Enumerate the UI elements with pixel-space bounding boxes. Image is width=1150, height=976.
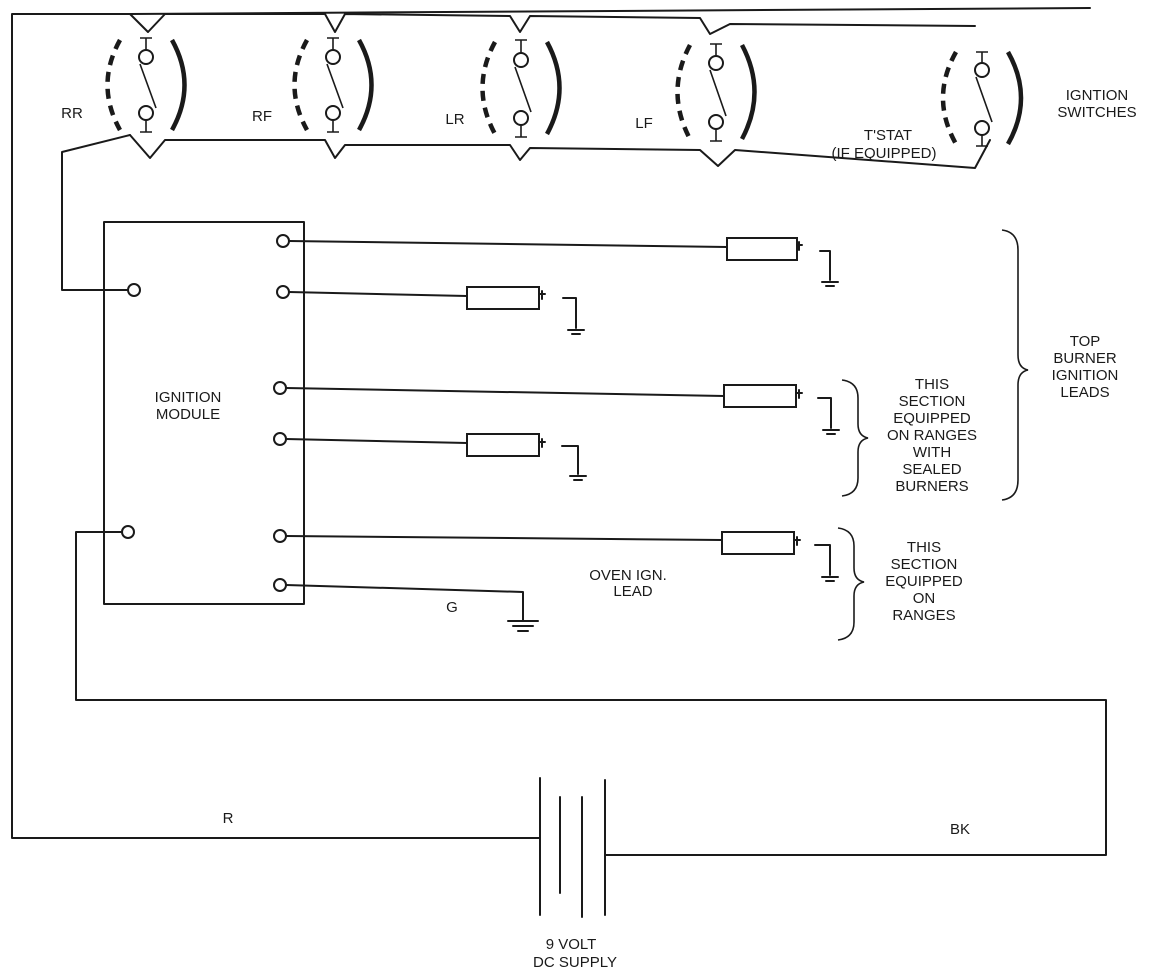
switch-tstat [940, 50, 1024, 147]
terminal-right-5 [273, 529, 287, 543]
module-label-2: MODULE [156, 406, 220, 423]
switch-lf [675, 43, 757, 142]
battery-symbol [539, 777, 606, 918]
sealed-section-label-1: THIS [915, 376, 949, 393]
label-ignition-switches-1: IGNTION [1066, 87, 1129, 104]
terminal-right-4 [273, 432, 287, 446]
top-burner-label-2: BURNER [1053, 350, 1117, 367]
sealed-section-label-2: SECTION [899, 393, 966, 410]
top-burner-label-4: LEADS [1060, 384, 1109, 401]
oven-section-label-3: EQUIPPED [885, 573, 963, 590]
label-lf: LF [635, 115, 653, 132]
wire-label-bk: BK [950, 821, 970, 838]
label-lr: LR [445, 111, 464, 128]
module-label-1: IGNITION [155, 389, 222, 406]
switch-rf [292, 37, 374, 133]
ignition-module-box [103, 221, 305, 605]
top-burner-label-1: TOP [1070, 333, 1101, 350]
ignition-lead-3 [285, 384, 840, 435]
supply-label-2: DC SUPPLY [533, 954, 617, 971]
oven-section-label-1: THIS [907, 539, 941, 556]
sealed-section-label-5: WITH [913, 444, 951, 461]
ignition-lead-1 [288, 237, 839, 287]
switch-rr [105, 37, 187, 133]
sealed-section-brace [841, 379, 869, 497]
supply-label-1: 9 VOLT [546, 936, 597, 953]
terminal-right-3 [273, 381, 287, 395]
terminal-left-lower [121, 525, 135, 539]
ignition-lead-2 [288, 286, 585, 335]
terminal-left-upper [127, 283, 141, 297]
label-tstat-1: T'STAT [864, 127, 912, 144]
wire-label-r: R [223, 810, 234, 827]
label-rf: RF [252, 108, 272, 125]
oven-section-label-2: SECTION [891, 556, 958, 573]
left-supply-wire [11, 13, 541, 839]
oven-lead-label-1: OVEN IGN. [589, 567, 667, 584]
ignition-lead-4 [285, 433, 587, 481]
sealed-section-label-3: EQUIPPED [893, 410, 971, 427]
label-tstat-2: (IF EQUIPPED) [831, 145, 936, 162]
rr-switch-lead [61, 134, 131, 291]
label-rr: RR [61, 105, 83, 122]
terminal-right-1 [276, 234, 290, 248]
oven-ignition-lead [285, 531, 839, 582]
oven-section-brace [837, 527, 865, 641]
label-ignition-switches-2: SWITCHES [1057, 104, 1136, 121]
sealed-section-label-4: ON RANGES [887, 427, 977, 444]
sealed-section-label-6: SEALED [902, 461, 961, 478]
terminal-right-6 [273, 578, 287, 592]
top-burner-brace [1001, 229, 1029, 501]
oven-lead-label-2: LEAD [613, 583, 652, 600]
module-ground [285, 584, 539, 632]
switch-bank-outline [29, 13, 991, 169]
switch-lr [480, 39, 562, 138]
ground-label: G [446, 599, 458, 616]
right-supply-wire [75, 531, 1107, 856]
oven-section-label-5: RANGES [892, 607, 955, 624]
sealed-section-label-7: BURNERS [895, 478, 968, 495]
top-burner-label-3: IGNITION [1052, 367, 1119, 384]
terminal-right-2 [276, 285, 290, 299]
oven-section-label-4: ON [913, 590, 936, 607]
